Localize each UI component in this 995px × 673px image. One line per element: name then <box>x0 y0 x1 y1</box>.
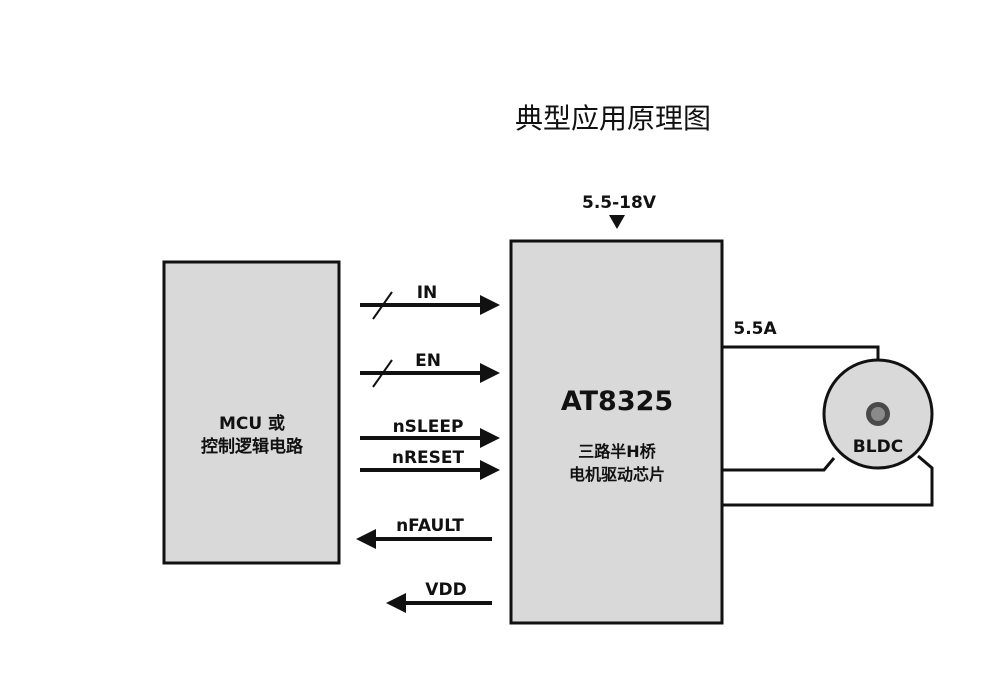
signal-in-label: IN <box>417 283 438 303</box>
signal-in: IN <box>360 283 500 320</box>
driver-chip-name: AT8325 <box>561 386 673 417</box>
motor-shaft-inner <box>871 407 885 421</box>
signal-nfault: nFAULT <box>356 516 492 549</box>
motor-wire-phase-b <box>722 457 836 472</box>
signal-nfault-label: nFAULT <box>396 516 464 536</box>
signal-vdd: VDD <box>386 580 492 613</box>
supply-arrow <box>609 215 625 229</box>
motor-label: BLDC <box>853 437 903 457</box>
mcu-block <box>162 260 341 565</box>
output-current-label: 5.5A <box>733 319 777 339</box>
signal-vdd-arrow <box>386 593 406 613</box>
signal-in-arrow <box>480 295 500 315</box>
signal-nreset: nRESET <box>360 448 500 480</box>
driver-block <box>509 239 724 625</box>
signal-en-arrow <box>480 363 500 383</box>
driver-desc-line1: 三路半H桥 <box>578 442 656 461</box>
signal-en-bus-slash <box>372 359 393 388</box>
signal-in-bus-slash <box>372 291 393 320</box>
mcu-label-line1: MCU 或 <box>219 413 285 434</box>
bldc-motor: BLDC <box>822 358 934 470</box>
driver-desc-line2: 电机驱动芯片 <box>569 465 665 484</box>
motor-wires <box>722 345 934 507</box>
mcu-label-line2: 控制逻辑电路 <box>201 436 304 457</box>
signal-nreset-label: nRESET <box>392 448 465 468</box>
signal-en-label: EN <box>415 351 441 371</box>
diagram-title: 典型应用原理图 <box>515 102 711 135</box>
motor-wire-phase-c <box>722 454 934 507</box>
signal-nfault-arrow <box>356 529 376 549</box>
supply-voltage-label: 5.5-18V <box>582 193 657 213</box>
signal-en: EN <box>360 351 500 388</box>
signal-nsleep-arrow <box>480 428 500 448</box>
signal-nsleep: nSLEEP <box>360 417 500 448</box>
motor-wire-phase-a <box>722 345 880 363</box>
signal-nreset-arrow <box>480 460 500 480</box>
signal-vdd-label: VDD <box>425 580 466 600</box>
signal-nsleep-label: nSLEEP <box>393 417 464 437</box>
